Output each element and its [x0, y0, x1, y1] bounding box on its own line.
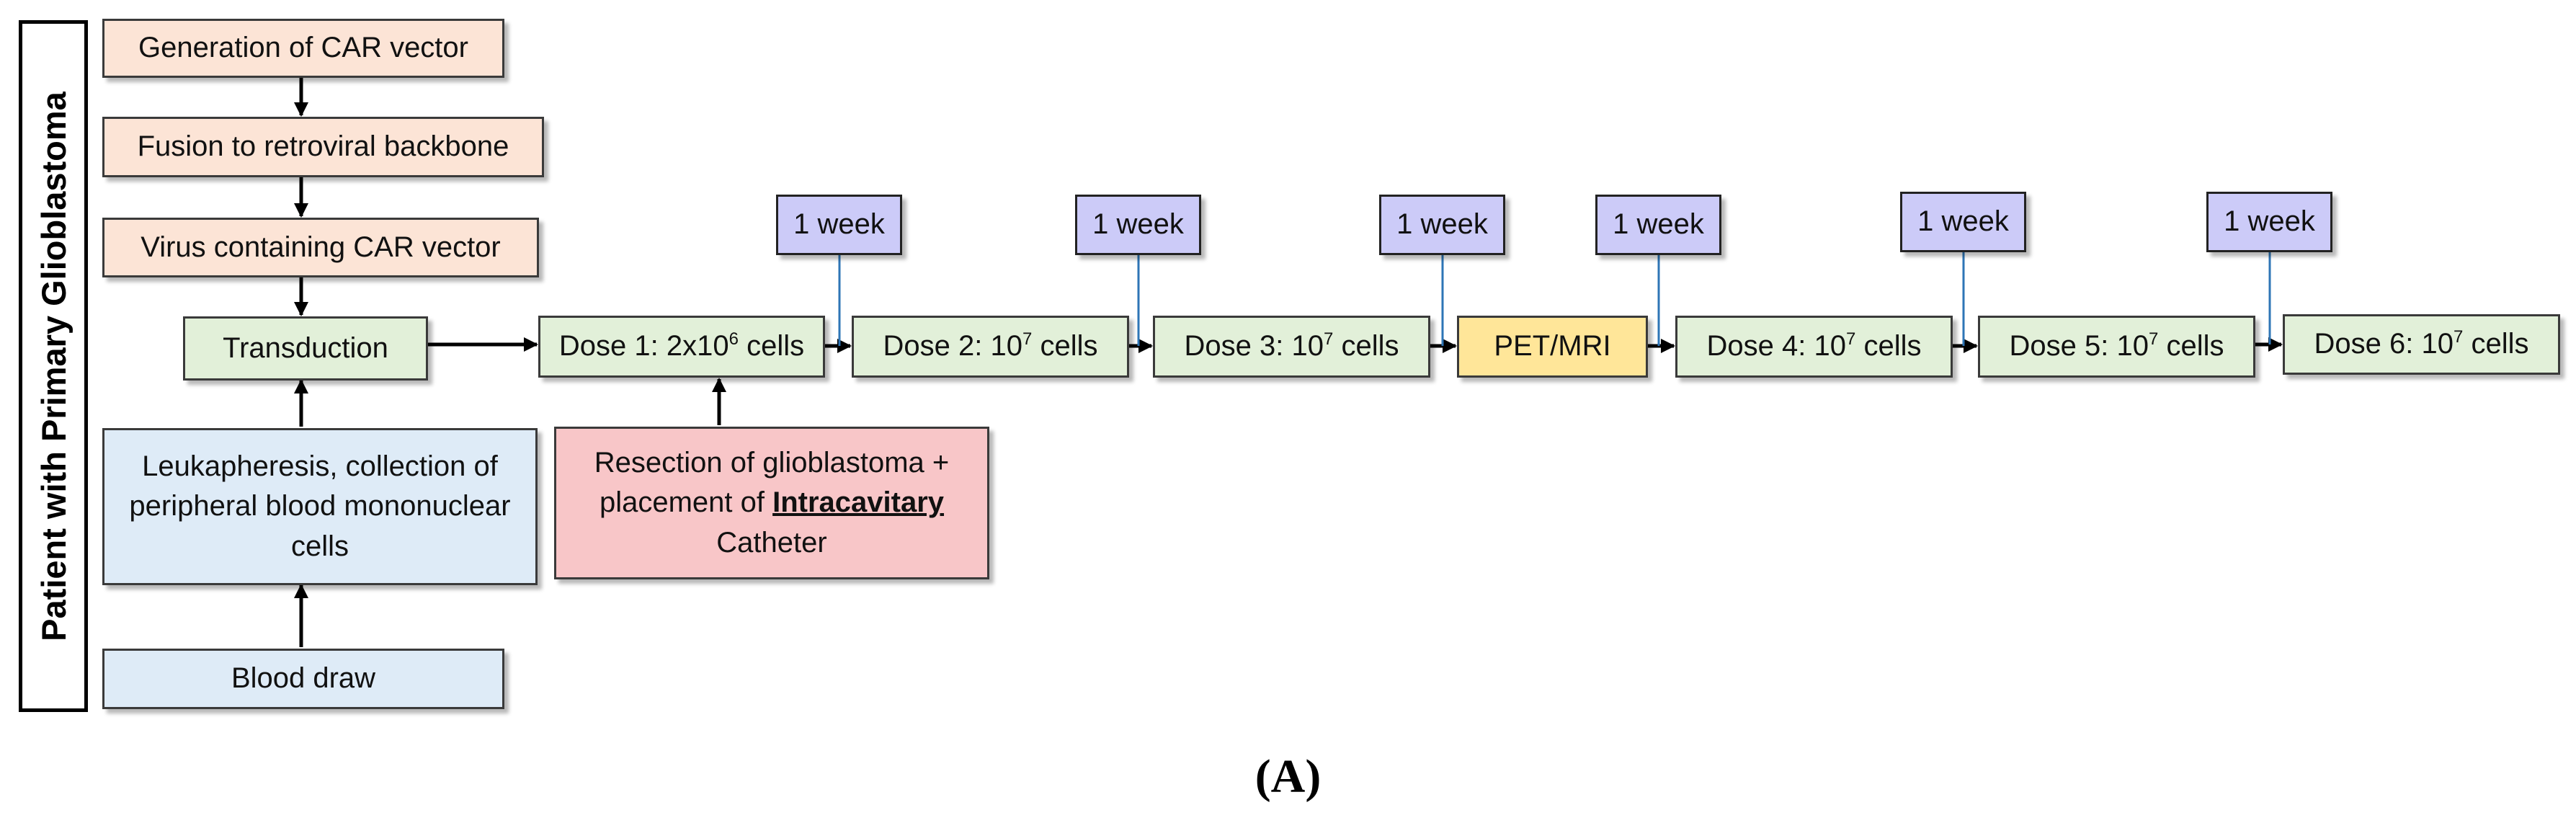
dose-2: Dose 2: 107 cells: [852, 316, 1129, 378]
dose-5-label: Dose 5: 107 cells: [2009, 329, 2224, 362]
dose-1: Dose 1: 2x106 cells: [538, 316, 825, 378]
interval-3: 1 week: [1379, 195, 1505, 255]
interval-4: 1 week: [1595, 195, 1721, 255]
step-generation-car-vector: Generation of CAR vector: [102, 19, 504, 78]
dose-6: Dose 6: 107 cells: [2283, 314, 2560, 375]
interval-6: 1 week: [2206, 192, 2332, 252]
dose-3: Dose 3: 107 cells: [1153, 316, 1430, 378]
figure-caption: (A): [1254, 750, 1322, 803]
step-leukapheresis: Leukapheresis, collection of peripheral …: [102, 428, 538, 585]
interval-5: 1 week: [1900, 192, 2026, 252]
step-resection-catheter: Resection of glioblastoma + placement of…: [554, 427, 989, 579]
dose-4-label: Dose 4: 107 cells: [1706, 329, 1922, 362]
dose-6-label: Dose 6: 107 cells: [2314, 327, 2529, 360]
interval-1: 1 week: [776, 195, 902, 255]
step-blood-draw: Blood draw: [102, 649, 504, 709]
resection-intracavitary: Intracavitary: [772, 486, 945, 519]
patient-label-text: Patient with Primary Glioblastoma: [34, 91, 73, 641]
dose-1-label: Dose 1: 2x106 cells: [558, 329, 805, 362]
imaging-pet-mri: PET/MRI: [1457, 316, 1648, 378]
step-transduction: Transduction: [183, 316, 428, 381]
dose-5: Dose 5: 107 cells: [1978, 316, 2255, 378]
resection-line-1: Resection of glioblastoma +: [594, 447, 950, 479]
dose-3-label: Dose 3: 107 cells: [1184, 329, 1399, 362]
resection-line-3: Catheter: [716, 526, 827, 559]
interval-2: 1 week: [1075, 195, 1201, 255]
dose-2-label: Dose 2: 107 cells: [883, 329, 1098, 362]
step-virus-car-vector: Virus containing CAR vector: [102, 218, 539, 277]
step-fusion-retroviral-backbone: Fusion to retroviral backbone: [102, 117, 544, 177]
patient-label: Patient with Primary Glioblastoma: [19, 20, 88, 712]
resection-line-2: placement of: [599, 486, 773, 519]
dose-4: Dose 4: 107 cells: [1675, 316, 1953, 378]
